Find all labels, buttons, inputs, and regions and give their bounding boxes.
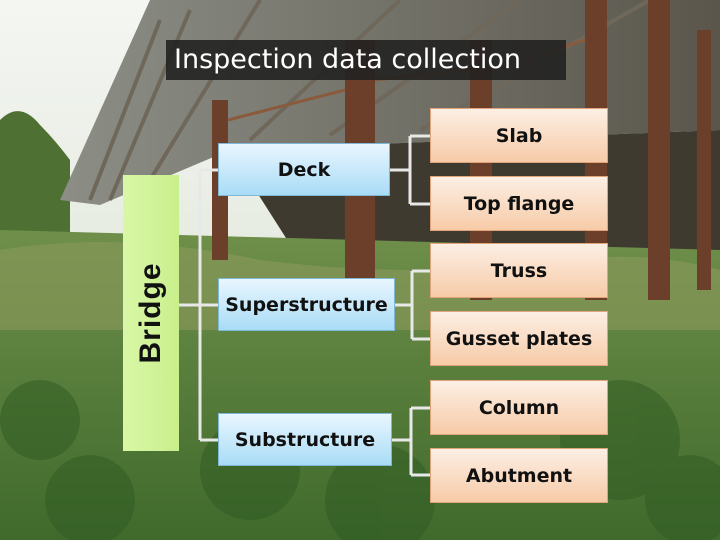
node-top-flange: Top flange bbox=[430, 176, 608, 231]
node-slab: Slab bbox=[430, 108, 608, 163]
diagram-title: Inspection data collection bbox=[166, 40, 566, 80]
node-superstructure: Superstructure bbox=[218, 278, 395, 331]
node-deck: Deck bbox=[218, 143, 390, 196]
node-substructure: Substructure bbox=[218, 413, 392, 466]
root-node-bridge: Bridge bbox=[123, 175, 179, 451]
node-abutment: Abutment bbox=[430, 448, 608, 503]
node-column: Column bbox=[430, 380, 608, 435]
root-node-label: Bridge bbox=[134, 262, 167, 364]
node-truss: Truss bbox=[430, 243, 608, 298]
node-gusset-plates: Gusset plates bbox=[430, 311, 608, 366]
